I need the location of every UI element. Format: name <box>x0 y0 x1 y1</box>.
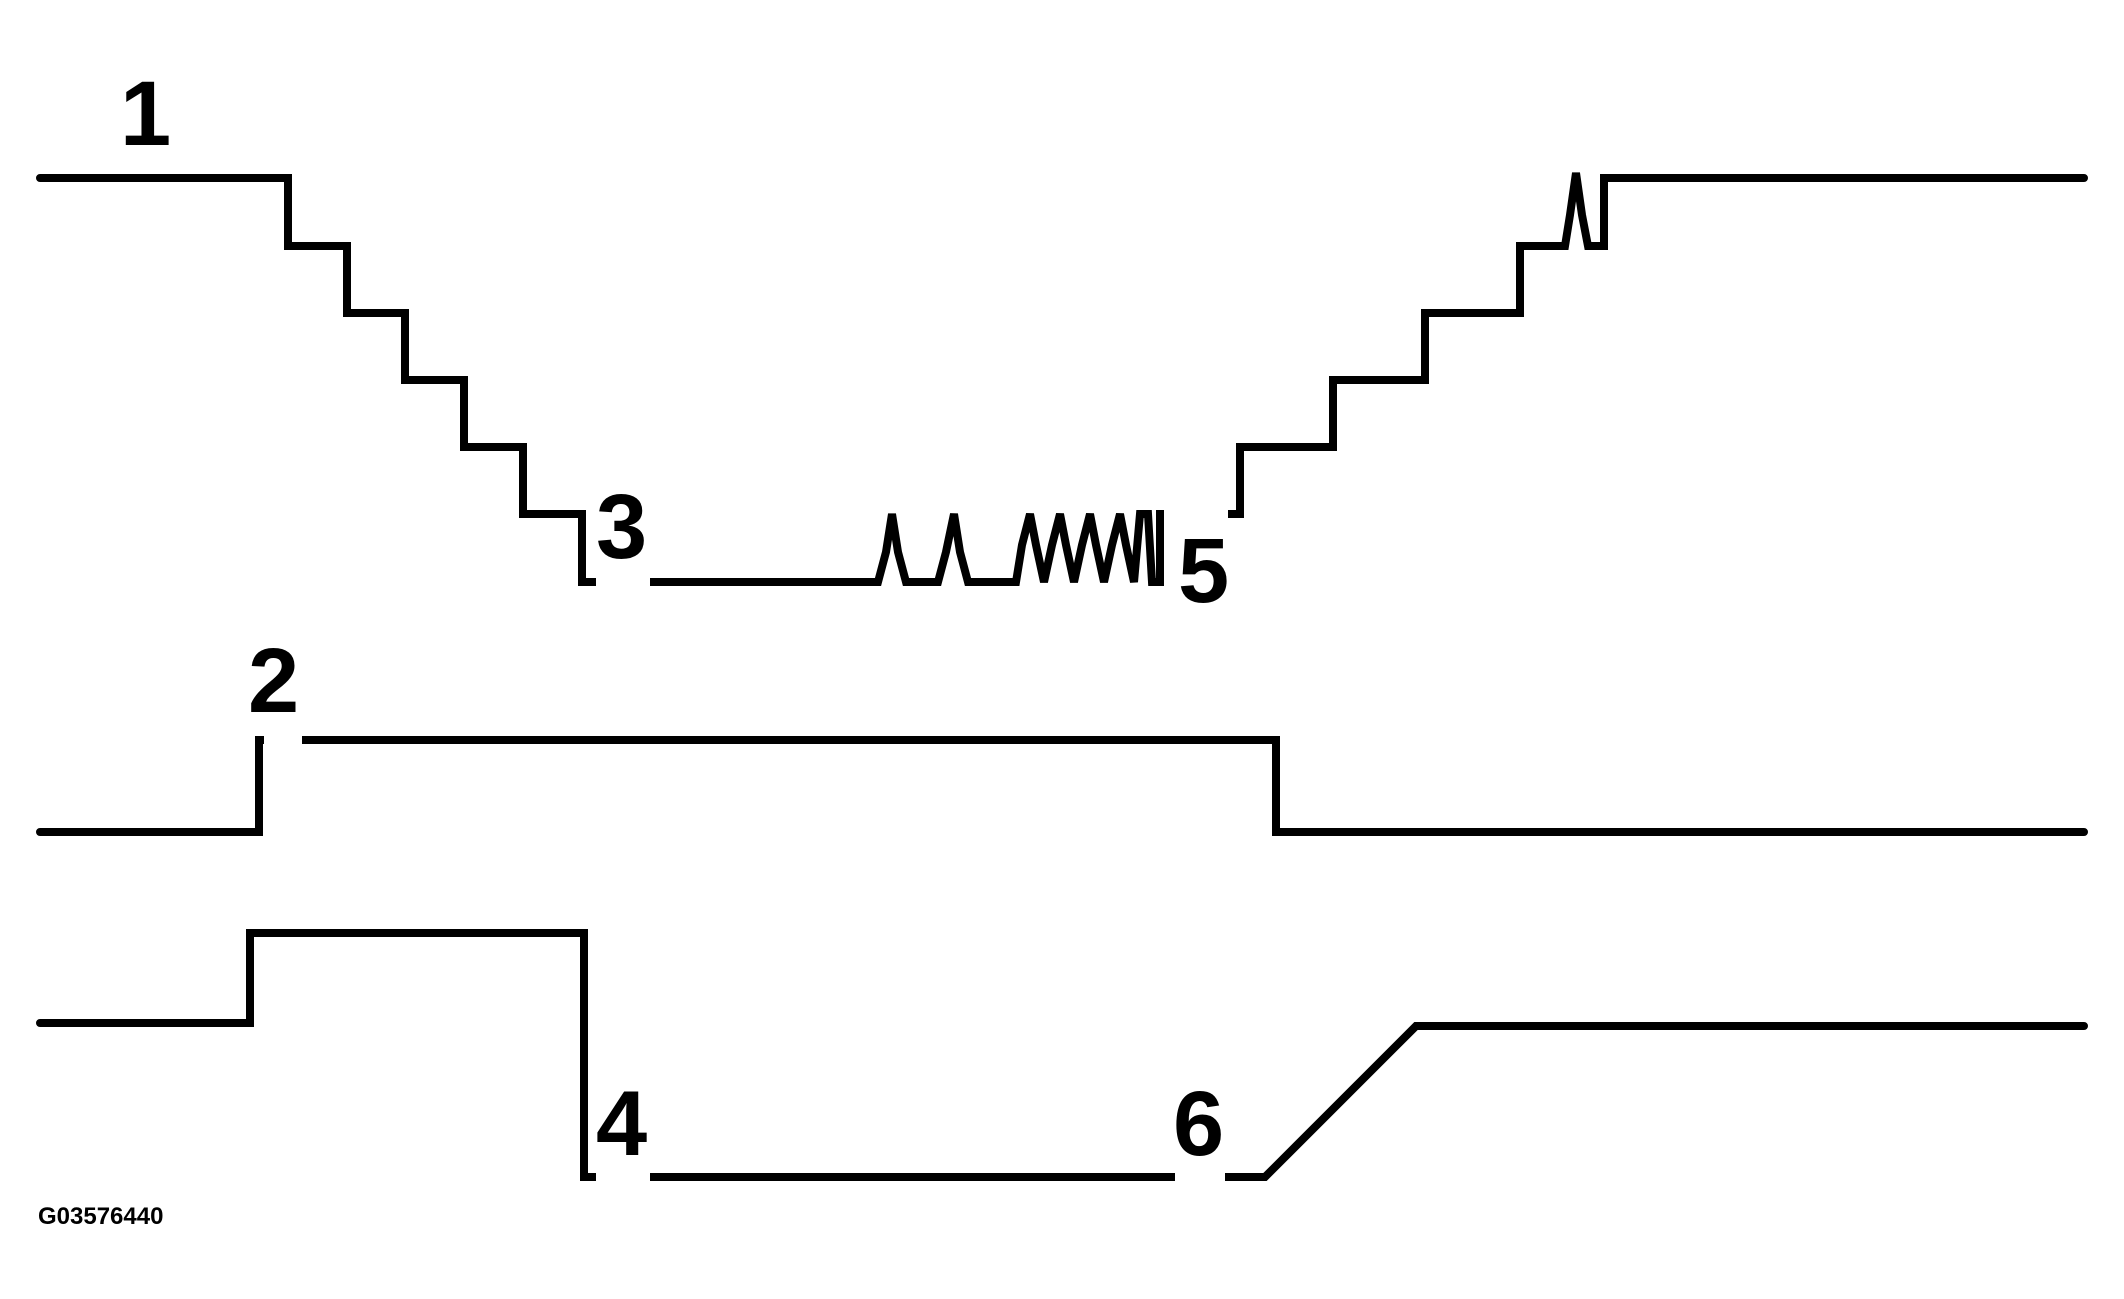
waveform-bottom <box>36 929 2088 1181</box>
marker-2-gap <box>264 732 302 748</box>
marker-5-gap <box>1164 506 1228 522</box>
marker-2: 2 <box>248 630 299 732</box>
waveform-top <box>36 172 2088 586</box>
marker-6-gap <box>1175 1169 1225 1185</box>
marker-3: 3 <box>596 476 647 578</box>
waveform-middle <box>36 736 2088 836</box>
marker-1: 1 <box>120 63 171 165</box>
figure-id: G03576440 <box>38 1203 163 1230</box>
marker-5: 5 <box>1178 520 1229 622</box>
marker-4-gap <box>596 1169 650 1185</box>
marker-3-gap <box>596 574 650 590</box>
marker-6: 6 <box>1173 1073 1224 1175</box>
marker-4: 4 <box>596 1073 647 1175</box>
